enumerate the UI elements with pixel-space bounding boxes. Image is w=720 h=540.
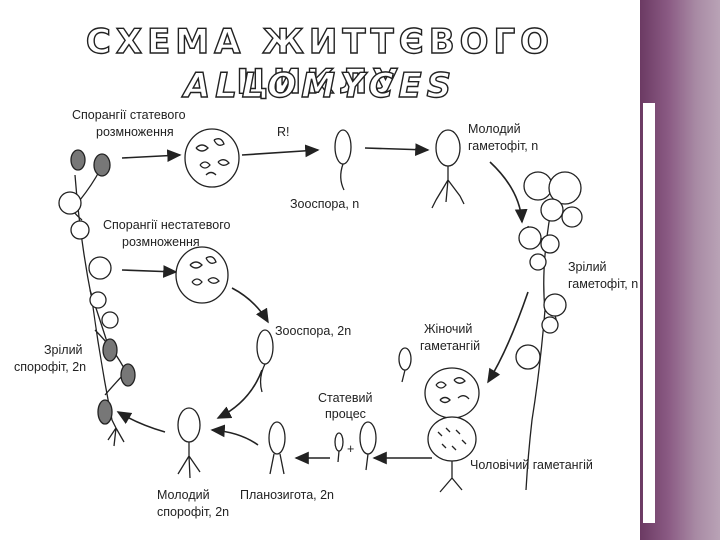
arrow-young-sporophyte-to-mature-sporophyte: [116, 411, 166, 433]
arrow-to-gametangia: [487, 291, 529, 384]
label-asexual-sporangia-line-2: розмноження: [122, 235, 200, 249]
arrow-asexual-sporangium-to-cyst: [121, 265, 178, 278]
mature-gametophyte-plant: [515, 171, 583, 491]
label-r-mark: R!: [277, 125, 290, 139]
label-mature-gametophyte-line-2: гаметофіт, n: [568, 277, 638, 291]
label-young-gametophyte-line-2: гаметофіт, n: [468, 139, 538, 153]
zoospore-2n-cell: [256, 329, 274, 393]
label-sexual-sporangia-line-2: розмноження: [96, 125, 174, 139]
label-mature-gametophyte-line-1: Зрілий: [568, 260, 607, 274]
gametangia-pair: [424, 367, 480, 493]
mature-sporophyte-plant: [58, 149, 136, 447]
label-young-gametophyte-line-1: Молодий: [468, 122, 521, 136]
arrow-cell-to-zoospore-n: [241, 144, 320, 158]
arrow-zoospore-2n-to-young-sporophyte: [216, 369, 263, 419]
gamete-female: [359, 421, 377, 471]
zoospore-small-left: [398, 347, 412, 383]
slide-title-line-2: ALLOMYCES: [183, 65, 457, 106]
label-asexual-sporangia-line-1: Спорангії нестатевого: [103, 218, 230, 232]
arrow-zoospore-to-young-gametophyte: [364, 143, 430, 156]
young-sporophyte-plant: [177, 407, 201, 479]
label-mature-sporophyte-line-2: спорофіт, 2n: [14, 360, 86, 374]
decorative-side-strip: [643, 103, 655, 523]
young-gametophyte-plant: [431, 129, 465, 209]
label-plus-sign: +: [347, 442, 354, 456]
planozygote-cell: [268, 421, 286, 475]
label-male-gametangium: Чоловічий гаметангій: [470, 458, 593, 472]
label-young-sporophyte-line-2: спорофіт, 2n: [157, 505, 229, 519]
label-planozygote: Планозигота, 2n: [240, 488, 334, 502]
label-zoospore-n: Зооспора, n: [290, 197, 359, 211]
sexual-sporangium-cell: [184, 128, 240, 188]
arrow-cyst-to-zoospore-2n: [231, 287, 269, 324]
label-mature-sporophyte-line-1: Зрілий: [44, 343, 83, 357]
slide-title-line-1: СХЕМА ЖИТТЄВОГО ЦИКЛУ: [85, 21, 555, 102]
label-young-sporophyte-line-1: Молодий: [157, 488, 210, 502]
arrow-to-mature-gametophyte: [489, 161, 528, 224]
arrow-sporangium-to-cell: [121, 149, 182, 163]
label-female-gametangium-line-1: Жіночий: [424, 322, 472, 336]
gamete-male: [334, 432, 344, 463]
arrow-planozygote-to-young-sporophyte: [210, 424, 259, 446]
label-sexual-process-line-2: процес: [325, 407, 366, 421]
label-female-gametangium-line-2: гаметангій: [420, 339, 480, 353]
label-sexual-sporangia-line-1: Спорангії статевого: [72, 108, 186, 122]
asexual-sporangium-cell: [175, 246, 229, 304]
zoospore-n-cell: [334, 129, 352, 191]
label-sexual-process-line-1: Статевий: [318, 391, 372, 405]
cycle-arrows: [116, 143, 529, 465]
label-zoospore-2n: Зооспора, 2n: [275, 324, 351, 338]
